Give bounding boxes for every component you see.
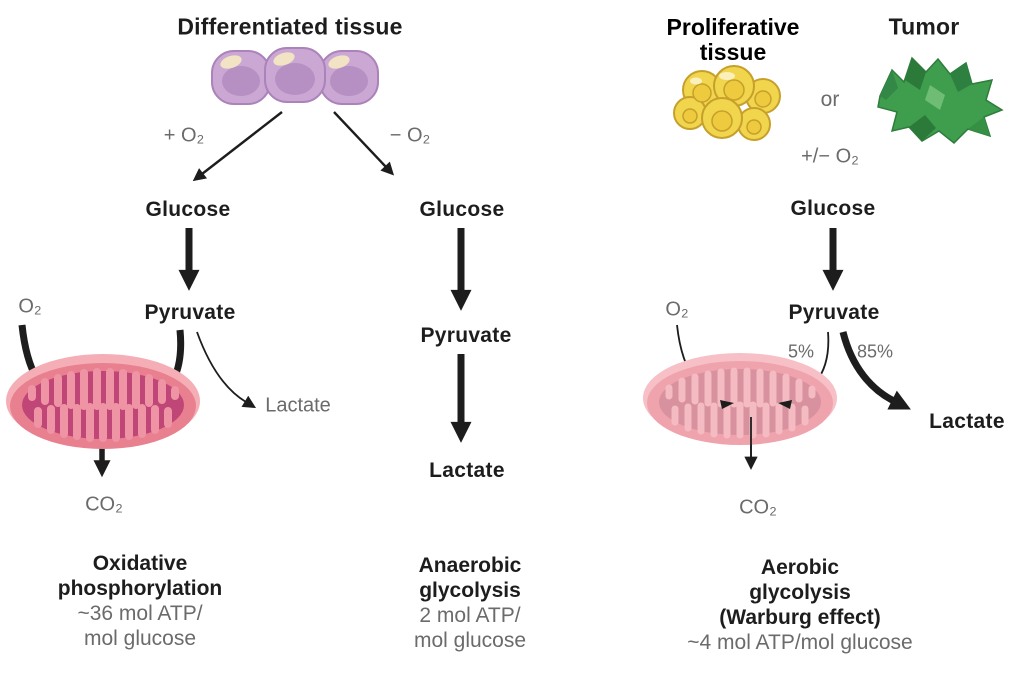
process-name-line: phosphorylation [57,577,223,600]
pyruvate-label-left: Pyruvate [144,301,236,324]
tumor-illustration [877,56,1004,145]
arrowhead-pyruvate-right [778,400,792,409]
lactate-label-left: Lactate [265,394,331,417]
arrow-plus-o2 [192,111,283,182]
mitochondrion-left-illustration [6,354,200,449]
middle-panel-caption: Anaerobic glycolysis 2 mol ATP/ mol gluc… [414,553,526,653]
lactate-label-middle: Lactate [429,459,505,482]
tumor-title: Tumor [888,13,960,40]
arrowhead-oxygen-right [720,400,734,409]
left-panel-caption: Oxidative phosphorylation ~36 mol ATP/ m… [58,551,223,651]
process-name-line: Anaerobic [418,554,522,577]
arrow-pyruvate-lactate-left [196,331,257,409]
process-name-line: glycolysis [749,581,851,604]
atp-yield-line: ~36 mol ATP/ [77,602,203,625]
percent-to-lactate-label: 85% [856,341,894,362]
pyruvate-label-middle: Pyruvate [420,324,512,347]
co2-label-left: CO₂ [85,493,123,516]
oxygen-label-left: O₂ [18,295,42,318]
condition-plus-o2-label: + O₂ [163,124,205,147]
left-panel-title: Differentiated tissue [177,13,403,40]
atp-yield-line: ~4 mol ATP/mol glucose [687,631,913,654]
cristae-bottom-left [34,403,172,442]
arrow-pyruvate-lactate-right [839,331,911,410]
right-panel-title: Proliferative tissue [667,15,800,65]
cristae-top-left [28,368,179,410]
cristae-bottom-right [671,401,809,439]
atp-yield-line: 2 mol ATP/ [419,604,521,627]
oxygen-label-right: O₂ [665,298,689,321]
condition-minus-o2-label: − O₂ [389,124,431,147]
glucose-label-right: Glucose [790,197,876,220]
pyruvate-label-right: Pyruvate [788,301,880,324]
lactate-label-right: Lactate [929,410,1005,433]
percent-to-mitochondria-label: 5% [787,341,815,362]
process-name-line: Aerobic [760,556,840,579]
right-panel-title-line: Proliferative [666,14,800,40]
glucose-label-middle: Glucose [419,198,505,221]
differentiated-cells-illustration [211,47,379,105]
right-panel-caption: Aerobic glycolysis (Warburg effect) ~4 m… [687,555,912,655]
process-name-line: glycolysis [419,579,521,602]
or-label: or [820,88,840,111]
condition-plus-minus-o2-label: +/− O₂ [801,145,859,168]
process-name-line: Oxidative [92,552,188,575]
atp-yield-line: mol glucose [413,629,527,652]
arrow-minus-o2 [333,111,395,176]
glucose-label-left: Glucose [145,198,231,221]
proliferative-cells-illustration [673,65,781,141]
mitochondrion-right-illustration [643,353,837,470]
right-panel-title-line: tissue [699,39,767,65]
branch-arrows [192,111,395,182]
co2-label-right: CO₂ [739,496,777,519]
process-name-line: (Warburg effect) [719,606,881,629]
atp-yield-line: mol glucose [83,627,197,650]
cristae-top-right [665,367,816,408]
